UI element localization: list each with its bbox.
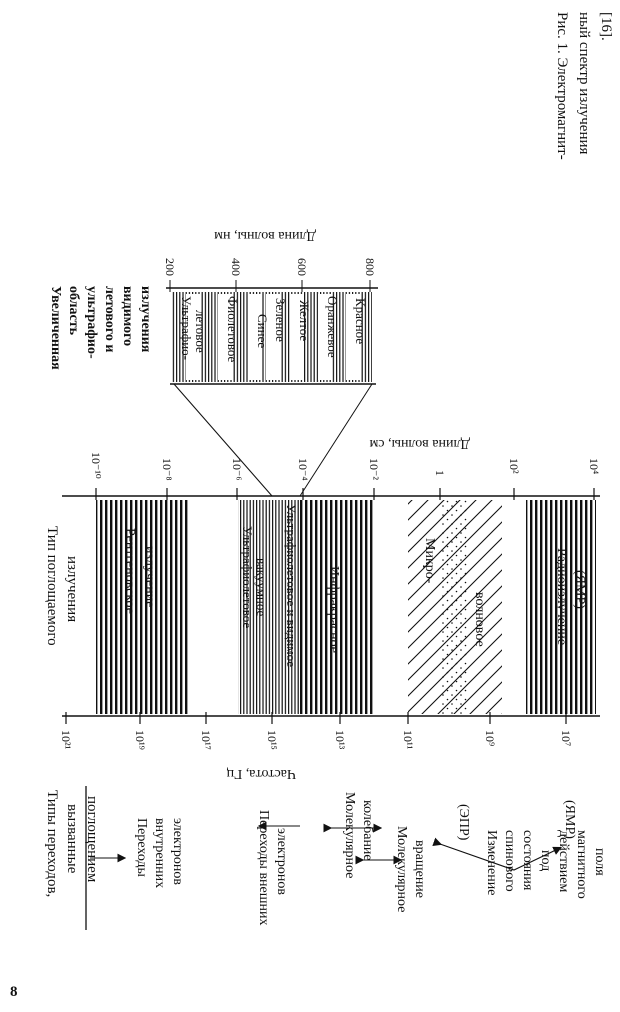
region-uv-visible bbox=[274, 500, 300, 714]
nm-tick: 400 bbox=[229, 258, 243, 276]
page-number: 8 bbox=[10, 984, 18, 1000]
epr-label: (ЭПР) bbox=[456, 804, 471, 841]
frequency-axis-title: Частота, Гц bbox=[226, 766, 296, 781]
color-label: Синее bbox=[255, 314, 270, 348]
region-label-xray: Рентгеновское излучение bbox=[122, 528, 157, 617]
color-label: Ультрафио- bbox=[179, 296, 194, 360]
nm-tick: 800 bbox=[363, 258, 377, 276]
transition-types-header: Типы переходов, вызванные поглощением bbox=[44, 790, 100, 901]
arrow-icon bbox=[432, 837, 562, 871]
freq-tick: 10¹³ bbox=[333, 730, 347, 750]
freq-tick: 10⁷ bbox=[559, 730, 573, 746]
figure-caption: Рис. 1. Электромагнит- ный спектр излуче… bbox=[554, 12, 614, 163]
nm-tick: 200 bbox=[163, 258, 177, 276]
color-label: Оранжевое bbox=[325, 296, 340, 358]
spectrum-bar bbox=[62, 495, 600, 717]
color-label: Желтое bbox=[297, 300, 312, 341]
transitions-section: Типы переходов, вызванные поглощением Пе… bbox=[44, 786, 607, 930]
freq-tick: 10¹⁹ bbox=[133, 730, 147, 750]
transition-molecular-rotation: Молекулярное вращение bbox=[394, 826, 427, 916]
region-label-microwave: Микро- волновое bbox=[422, 538, 487, 647]
region-uv-vacuum bbox=[238, 500, 274, 714]
region-xray bbox=[96, 500, 188, 714]
frequency-tick-labels: 10²¹ 10¹⁹ 10¹⁷ 10¹⁵ 10¹³ 10¹¹ 10⁹ 10⁷ bbox=[59, 730, 573, 750]
wl-tick: 10⁴ bbox=[587, 458, 601, 474]
region-label-radio: Радиоизлучение (ЯМР) bbox=[554, 548, 587, 649]
color-label: Красное bbox=[353, 298, 368, 344]
inset-color-labels: Ультрафио- летовое Фиолетовое Синее Зеле… bbox=[179, 296, 368, 363]
frequency-tick-marks bbox=[65, 712, 567, 724]
wl-tick: 10⁻⁸ bbox=[160, 458, 174, 481]
wl-tick: 1 bbox=[433, 470, 447, 476]
color-label: летовое bbox=[193, 310, 208, 353]
region-radio bbox=[526, 500, 596, 714]
freq-tick: 10¹⁷ bbox=[199, 730, 213, 750]
transition-outer-electrons: Переходы внешних электронов bbox=[256, 810, 289, 929]
radiation-type-header: Тип поглощаемого излучения bbox=[44, 526, 80, 649]
wl-tick: 10⁻¹⁰ bbox=[89, 452, 103, 479]
wl-tick: 10² bbox=[507, 458, 521, 474]
freq-tick: 10²¹ bbox=[59, 730, 73, 750]
inset-zoom-line-right bbox=[299, 383, 373, 497]
region-labels: Рентгеновское излучение Ультрафиолетовое… bbox=[122, 504, 587, 667]
enlarged-inset: 200 400 600 800 Длина волны, нм Ультрафи… bbox=[48, 228, 378, 497]
wavelength-cm-tick-labels: 10⁻¹⁰ 10⁻⁸ 10⁻⁶ 10⁻⁴ 10⁻² 1 10² 10⁴ bbox=[89, 452, 601, 481]
color-label: Фиолетовое bbox=[225, 296, 240, 363]
wl-tick: 10⁻⁶ bbox=[230, 458, 244, 481]
nm-axis-title: Длина волны, нм bbox=[214, 228, 316, 243]
region-microwave-dots bbox=[440, 500, 468, 714]
region-label-uv-vacuum: Ультрафиолетовое вакуумное bbox=[240, 526, 269, 631]
inset-zoom-line-left bbox=[173, 383, 273, 497]
region-label-uv-visible: Ультрафиолетовое и видимое bbox=[284, 504, 299, 667]
color-label: Зеленое bbox=[273, 298, 288, 342]
wl-tick: 10⁻⁴ bbox=[296, 458, 310, 481]
nmr-label: (ЯМР) bbox=[562, 800, 577, 839]
freq-tick: 10¹¹ bbox=[401, 730, 415, 750]
region-infrared bbox=[300, 500, 374, 714]
region-label-infrared: Инфракрасное bbox=[326, 566, 341, 653]
freq-tick: 10⁹ bbox=[483, 730, 497, 746]
freq-tick: 10¹⁵ bbox=[265, 730, 279, 750]
wavelength-cm-tick-marks bbox=[95, 488, 595, 500]
transition-inner-electrons: Переходы внутренних электронов bbox=[134, 818, 185, 892]
wavelength-cm-axis-title: Длина волны, см bbox=[369, 436, 470, 451]
nm-tick: 600 bbox=[295, 258, 309, 276]
wl-tick: 10⁻² bbox=[367, 458, 381, 480]
enlarged-area-header: Увеличенная область ультрафио- летового … bbox=[48, 286, 153, 373]
transition-molecular-vibration: Молекулярное колебание bbox=[342, 792, 375, 882]
